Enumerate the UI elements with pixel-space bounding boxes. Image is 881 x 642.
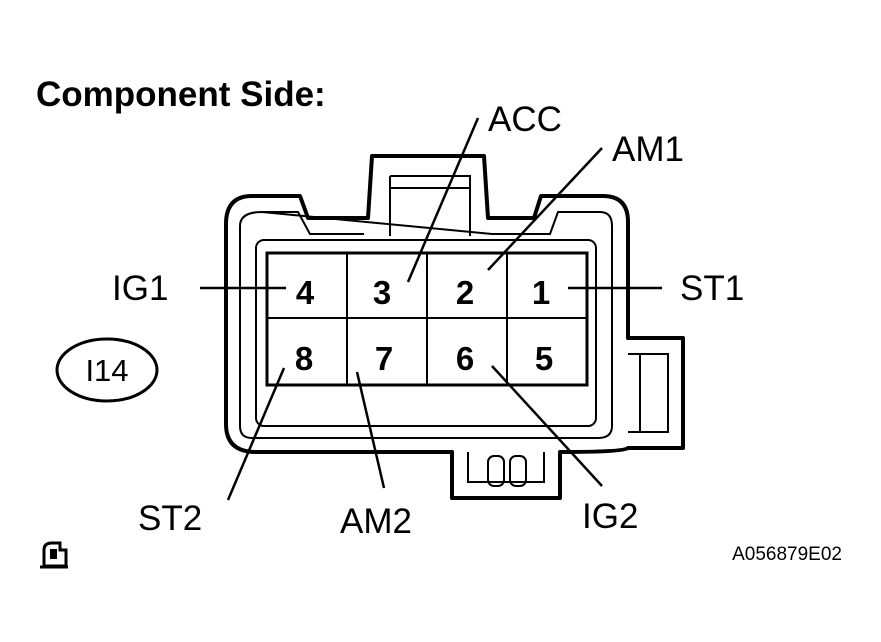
pin-4: 4 bbox=[296, 274, 315, 311]
pin-6: 6 bbox=[456, 340, 474, 377]
connector-code: I14 bbox=[85, 353, 128, 388]
leader-am2 bbox=[355, 371, 386, 489]
pin-5: 5 bbox=[535, 340, 553, 377]
label-ig2: IG2 bbox=[582, 497, 638, 536]
connector-symbol-icon bbox=[40, 541, 68, 569]
connector-code-ellipse bbox=[55, 337, 159, 403]
figure-reference: A056879E02 bbox=[732, 544, 842, 565]
leader-am1 bbox=[487, 147, 603, 271]
connector-housing bbox=[224, 154, 685, 500]
label-acc: ACC bbox=[488, 100, 562, 139]
pin-grid bbox=[265, 251, 589, 387]
pin-1: 1 bbox=[532, 274, 550, 311]
page-title: Component Side: bbox=[36, 75, 326, 114]
label-am2: AM2 bbox=[340, 502, 412, 541]
label-st1: ST1 bbox=[680, 269, 744, 308]
pin-7: 7 bbox=[375, 340, 393, 377]
label-ig1: IG1 bbox=[112, 269, 168, 308]
leader-acc bbox=[406, 117, 480, 283]
pin-8: 8 bbox=[295, 340, 313, 377]
leader-st2 bbox=[226, 367, 286, 501]
label-am1: AM1 bbox=[612, 130, 684, 169]
label-st2: ST2 bbox=[138, 499, 202, 538]
pin-2: 2 bbox=[456, 274, 474, 311]
leader-ig2 bbox=[491, 365, 603, 487]
pin-3: 3 bbox=[373, 274, 391, 311]
leader-lines bbox=[200, 117, 662, 501]
